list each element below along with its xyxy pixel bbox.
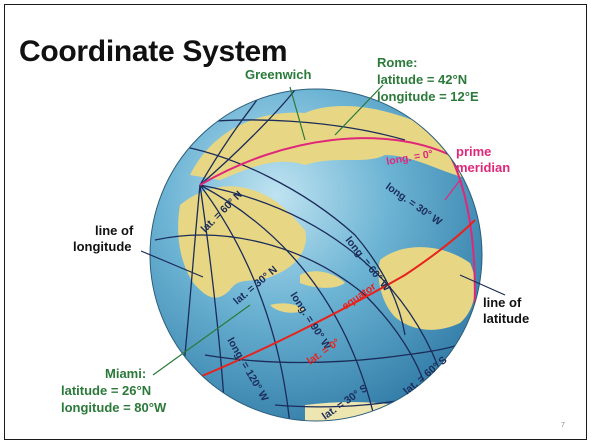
- label-longitude-1: line of: [95, 223, 134, 238]
- label-rome-name: Rome:: [377, 55, 417, 70]
- label-prime-1: prime: [456, 144, 491, 159]
- label-latitude-1: line of: [483, 295, 522, 310]
- label-rome-long: longitude = 12°E: [377, 89, 479, 104]
- label-greenwich: Greenwich: [245, 67, 312, 82]
- label-latitude-2: latitude: [483, 311, 529, 326]
- land-islands: [300, 271, 345, 288]
- slide: Coordinate System: [4, 4, 587, 440]
- callout-miami-line: [152, 304, 251, 376]
- meridian-60w: [199, 184, 376, 421]
- parallel-30n: [154, 234, 431, 406]
- label-miami-lat: latitude = 26°N: [61, 383, 151, 398]
- equator-line: [179, 219, 476, 386]
- meridian-120w: [199, 184, 226, 416]
- land-asia: [178, 186, 306, 298]
- label-prime-2: meridian: [456, 160, 510, 175]
- land-australia: [378, 247, 476, 330]
- meridian-90w: [199, 184, 291, 421]
- label-miami-long: longitude = 80°W: [61, 400, 167, 415]
- callout-greenwich-line: [289, 86, 306, 141]
- label-longitude-2: longitude: [73, 239, 132, 254]
- label-miami-name: Miami:: [105, 366, 146, 381]
- meridian-30w: [199, 184, 446, 386]
- land-europe: [190, 106, 475, 180]
- globe-diagram: long. = 0° long. = 30° W long. = 60° W l…: [61, 55, 529, 422]
- callout-longitude-line: [140, 250, 204, 278]
- label-rome-lat: latitude = 42°N: [377, 72, 467, 87]
- callout-prime-meridian-line: [444, 179, 461, 201]
- parallel-60n: [174, 144, 406, 336]
- slide-title: Coordinate System: [19, 35, 288, 68]
- callout-latitude-line: [459, 274, 506, 296]
- page-number: 7: [561, 422, 565, 429]
- callout-rome-line: [334, 84, 384, 136]
